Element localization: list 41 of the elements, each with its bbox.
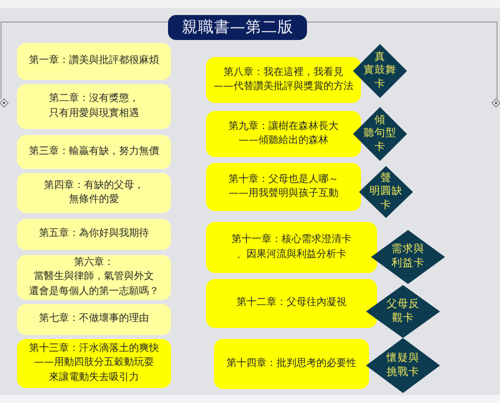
chapter-box bbox=[206, 111, 361, 157]
chapter-title: 第十三章：汗水滴落土的爽快——用動四肢分五穀動玩耍來讓電動失去吸引力 bbox=[29, 342, 159, 385]
chapter-title: 第一章：讚美與批評都很麻煩 bbox=[29, 54, 159, 68]
card-diamond bbox=[359, 166, 413, 218]
chapter-title: 第五章：為你好與我期待 bbox=[39, 227, 149, 242]
chapter-title: 第十二章：父母往內凝視 bbox=[236, 296, 346, 310]
card-diamond bbox=[371, 230, 445, 284]
chapter-box bbox=[206, 163, 361, 211]
chapter-box bbox=[206, 57, 361, 103]
chapter-title: 第六章：當醫生與律師，氣管與外文還會是每個人的第一志願嗎？ bbox=[29, 256, 159, 299]
chapter-title: 第四章：有缺的父母，無條件的愛 bbox=[44, 178, 144, 207]
card-name: 需求與利益卡 bbox=[392, 243, 424, 271]
chapter-box bbox=[206, 279, 377, 328]
chapter-title: 第三章：輸贏有缺，努力無價 bbox=[29, 144, 159, 159]
chapter-box bbox=[17, 43, 171, 80]
chapter-title: 第八章：我在這裡，我看見——代替讚美批評與獎賞的方法 bbox=[214, 66, 354, 94]
card-name: 真實鼓舞卡 bbox=[364, 50, 396, 92]
chapter-box bbox=[17, 304, 171, 335]
card-name: 懷疑與挑戰卡 bbox=[386, 352, 420, 380]
chapter-title: 第二章：沒有獎懲，只有用愛與現實相遇 bbox=[49, 92, 139, 120]
card-name: 父母反觀卡 bbox=[386, 298, 420, 326]
chapter-box bbox=[17, 84, 171, 129]
card-name: 傾聽句型卡 bbox=[364, 114, 396, 154]
chapter-title: 第十章：父母也是人哪～——用我聲明與孩子互動 bbox=[228, 172, 338, 201]
chapter-title: 第九章：讓樹在森林長大——傾聽給出的森林 bbox=[228, 120, 338, 148]
chapter-box bbox=[214, 339, 369, 389]
chapter-title: 第十一章：核心需求澄清卡、因果河流與利益分析卡 bbox=[232, 233, 352, 262]
title-banner: 親職書—第二版 bbox=[168, 15, 307, 40]
card-diamond bbox=[353, 44, 407, 98]
chapter-box bbox=[17, 135, 171, 169]
chapter-title: 第七章：不做壞事的理由 bbox=[39, 312, 149, 326]
chapter-box bbox=[17, 339, 171, 388]
chapter-box bbox=[17, 173, 171, 213]
chapter-box bbox=[17, 219, 171, 250]
chapter-title: 第十四章：批判思考的必要性 bbox=[226, 356, 356, 371]
card-name: 聲明圓缺卡 bbox=[370, 172, 402, 212]
chapter-box bbox=[17, 255, 171, 300]
card-diamond bbox=[366, 285, 440, 338]
chapter-box bbox=[206, 222, 377, 273]
card-diamond bbox=[366, 338, 440, 393]
card-diamond bbox=[353, 107, 407, 161]
